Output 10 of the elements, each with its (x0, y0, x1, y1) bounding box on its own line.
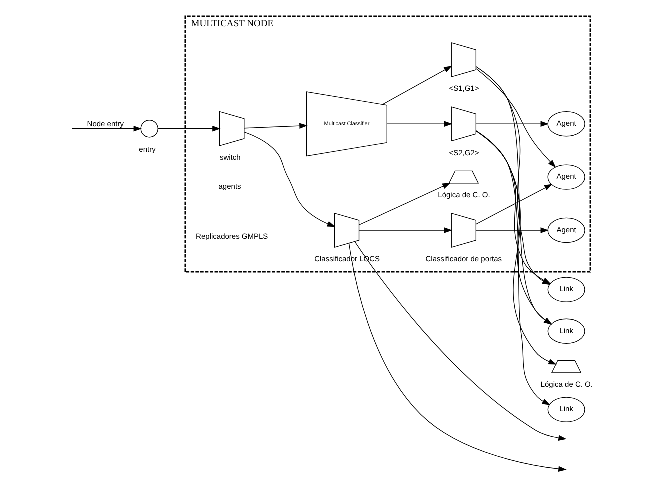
node-label: entry_ (138, 144, 160, 154)
node-label: Lógica de C. O. (438, 190, 490, 200)
node-label: Lógica de C. O. (540, 380, 592, 390)
node-label: switch_ (219, 153, 244, 162)
edge-label: Node entry (86, 120, 124, 129)
label: agents_ (218, 182, 245, 191)
node-label: <S1,G1> (448, 84, 479, 94)
node-label: <S2,G2> (448, 148, 479, 158)
label: Replicadores GMPLS (196, 232, 268, 242)
node-label: Classificador de portas (425, 254, 502, 264)
